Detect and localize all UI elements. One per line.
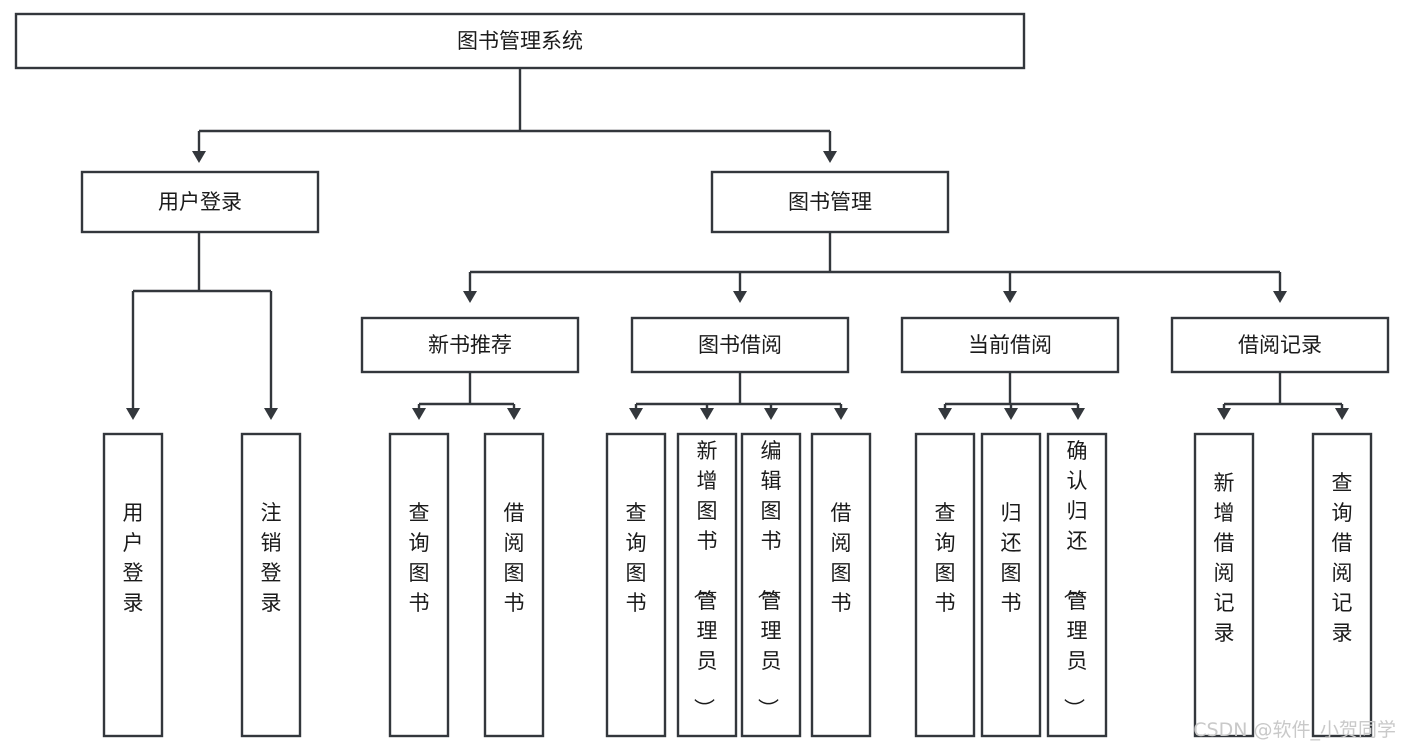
node-leaf-query-book-3-box[interactable] — [914, 432, 976, 738]
node-user-login-box[interactable] — [80, 170, 320, 234]
node-leaf-query-book-1[interactable]: 查询图书 — [388, 432, 450, 738]
node-current-borrow-label: 当前借阅 — [968, 333, 1052, 357]
node-book-borrow-label: 图书借阅 — [698, 333, 782, 357]
connector-book-management-bus — [470, 232, 1280, 274]
node-borrow-record-box[interactable] — [1170, 316, 1390, 374]
node-leaf-query-record[interactable]: 查询借阅记录 — [1311, 432, 1373, 738]
node-root[interactable]: 图书管理系统 — [14, 12, 1026, 70]
node-leaf-confirm-return-box[interactable] — [1046, 432, 1108, 738]
node-user-login[interactable]: 用户登录 — [80, 170, 320, 234]
node-leaf-query-record-box[interactable] — [1311, 432, 1373, 738]
node-new-book-recommend[interactable]: 新书推荐 — [360, 316, 580, 374]
node-leaf-borrow-book-2-label: 借阅图书 — [831, 501, 852, 615]
connector-user-login-bus — [133, 232, 271, 293]
node-leaf-return-book[interactable]: 归还图书 — [980, 432, 1042, 738]
node-leaf-return-book-box[interactable] — [980, 432, 1042, 738]
node-book-borrow[interactable]: 图书借阅 — [630, 316, 850, 374]
node-leaf-query-book-2-label: 查询图书 — [626, 501, 647, 615]
node-root-box[interactable] — [14, 12, 1026, 70]
node-leaf-borrow-book-1-label: 借阅图书 — [504, 501, 525, 615]
node-leaf-query-record-label: 查询借阅记录 — [1332, 471, 1353, 645]
node-leaf-borrow-book-2-box[interactable] — [810, 432, 872, 738]
node-new-book-recommend-box[interactable] — [360, 316, 580, 374]
connector-bb-bus — [636, 372, 841, 406]
node-book-management[interactable]: 图书管理 — [710, 170, 950, 234]
node-leaf-add-book[interactable]: 新增图书（管理员） — [676, 432, 738, 738]
node-leaf-edit-book-box[interactable] — [740, 432, 802, 738]
node-leaf-return-book-label: 归还图书 — [1001, 501, 1022, 615]
node-leaf-query-book-1-box[interactable] — [388, 432, 450, 738]
node-leaf-confirm-return-label: 确认归还（管理员） — [1062, 439, 1088, 719]
connector-layer — [126, 68, 1349, 420]
leaf-layer: 用户登录 注销登录 查询图书 借阅图书 查询图书 新增图书（管理员） — [102, 432, 1373, 738]
node-root-label: 图书管理系统 — [457, 29, 583, 53]
node-user-login-label: 用户登录 — [158, 190, 242, 214]
node-leaf-logout-login-label: 注销登录 — [261, 501, 282, 615]
node-leaf-query-book-3-label: 查询图书 — [935, 501, 956, 615]
connector-nbr-bus — [419, 372, 514, 406]
node-current-borrow[interactable]: 当前借阅 — [900, 316, 1120, 374]
connector-root-bus — [199, 68, 830, 133]
node-leaf-logout-login-box[interactable] — [240, 432, 302, 738]
node-leaf-user-login[interactable]: 用户登录 — [102, 432, 164, 738]
node-leaf-query-book-2-box[interactable] — [605, 432, 667, 738]
node-leaf-borrow-book-1-box[interactable] — [483, 432, 545, 738]
node-book-management-label: 图书管理 — [788, 190, 872, 214]
node-leaf-borrow-book-2[interactable]: 借阅图书 — [810, 432, 872, 738]
node-leaf-add-record-label: 新增借阅记录 — [1214, 471, 1235, 645]
node-leaf-add-book-box[interactable] — [676, 432, 738, 738]
node-leaf-query-book-2[interactable]: 查询图书 — [605, 432, 667, 738]
node-leaf-add-record[interactable]: 新增借阅记录 — [1193, 432, 1255, 738]
node-leaf-user-login-box[interactable] — [102, 432, 164, 738]
node-borrow-record-label: 借阅记录 — [1238, 333, 1322, 357]
node-leaf-edit-book[interactable]: 编辑图书（管理员） — [740, 432, 802, 738]
connector-br-bus — [1224, 372, 1342, 406]
node-leaf-logout-login[interactable]: 注销登录 — [240, 432, 302, 738]
node-leaf-confirm-return[interactable]: 确认归还（管理员） — [1046, 432, 1108, 738]
node-leaf-add-record-box[interactable] — [1193, 432, 1255, 738]
node-leaf-query-book-1-label: 查询图书 — [409, 501, 430, 615]
node-book-management-box[interactable] — [710, 170, 950, 234]
node-leaf-query-book-3[interactable]: 查询图书 — [914, 432, 976, 738]
node-current-borrow-box[interactable] — [900, 316, 1120, 374]
node-book-borrow-box[interactable] — [630, 316, 850, 374]
node-leaf-user-login-label: 用户登录 — [123, 501, 144, 615]
node-new-book-recommend-label: 新书推荐 — [428, 333, 512, 357]
node-leaf-add-book-label: 新增图书（管理员） — [692, 439, 718, 719]
node-leaf-edit-book-label: 编辑图书（管理员） — [756, 439, 782, 719]
csdn-watermark: CSDN @软件_小贺同学 — [1193, 719, 1396, 741]
node-borrow-record[interactable]: 借阅记录 — [1170, 316, 1390, 374]
connector-cb-bus — [945, 372, 1078, 406]
node-leaf-borrow-book-1[interactable]: 借阅图书 — [483, 432, 545, 738]
